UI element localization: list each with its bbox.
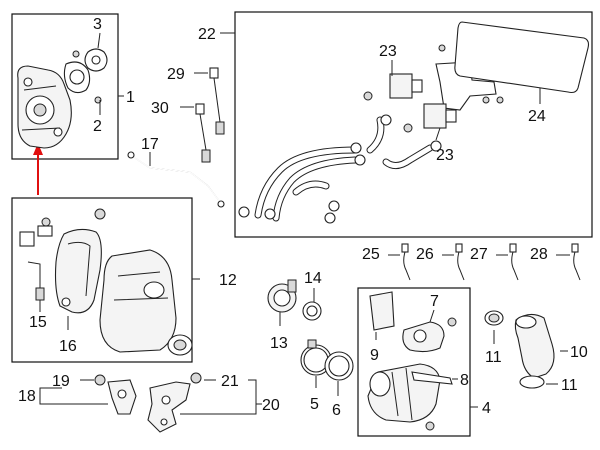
callout-22: 22 — [198, 26, 216, 43]
callout-8: 8 — [460, 372, 469, 389]
bolt-21-part — [190, 372, 202, 384]
converter-part — [99, 249, 193, 356]
sensor-15-part — [27, 261, 45, 301]
sensor-26-part — [455, 243, 465, 281]
callout-23-upper: 23 — [379, 43, 397, 60]
callout-21: 21 — [221, 373, 239, 390]
sensor-25-part — [401, 243, 411, 281]
pipe-8-part — [411, 371, 453, 385]
converter-box — [11, 197, 193, 363]
callout-2: 2 — [93, 118, 102, 135]
callout-18: 18 — [18, 388, 36, 405]
callout-28: 28 — [530, 246, 548, 263]
callout-27: 27 — [470, 246, 488, 263]
callout-20: 20 — [262, 397, 280, 414]
bracket-20-part — [147, 381, 191, 433]
callout-6: 6 — [332, 402, 341, 419]
callout-23-lower: 23 — [436, 147, 454, 164]
solenoid-23-upper — [363, 44, 446, 101]
turbo-housing-part — [17, 65, 72, 149]
cooler-main-part — [367, 363, 441, 431]
egr-hoses — [238, 114, 442, 224]
callout-5: 5 — [310, 396, 319, 413]
gasket-6-part — [324, 351, 354, 381]
callout-29: 29 — [167, 66, 185, 83]
hose-10-part — [514, 313, 555, 379]
callout-19: 19 — [52, 373, 70, 390]
callout-12: 12 — [219, 272, 237, 289]
cooler-9-part — [369, 291, 395, 331]
clamp-11-upper — [484, 310, 504, 326]
callout-25: 25 — [362, 246, 380, 263]
callout-26: 26 — [416, 246, 434, 263]
bolt-19-part — [94, 374, 106, 386]
clamp-13-part — [267, 279, 297, 313]
solenoid-23-lower — [403, 103, 457, 133]
clamp-11-lower — [519, 375, 545, 389]
callout-30: 30 — [151, 100, 169, 117]
sensor-30-part — [195, 103, 211, 163]
highlight-arrow — [33, 143, 43, 195]
callout-24: 24 — [528, 108, 546, 125]
callout-13: 13 — [270, 335, 288, 352]
callout-4: 4 — [482, 400, 491, 417]
clamp-5-part — [300, 339, 332, 376]
callout-10: 10 — [570, 344, 588, 361]
callout-7: 7 — [430, 293, 439, 310]
callout-9: 9 — [370, 347, 379, 364]
sensor-28-part — [571, 243, 581, 281]
seal-part — [84, 48, 108, 72]
bracket-18-part — [107, 379, 137, 415]
egr-hose-box — [234, 11, 593, 238]
callout-15: 15 — [29, 314, 47, 331]
seal-14-part — [302, 301, 322, 321]
sensor-27-part — [509, 243, 519, 281]
heat-shield-part — [54, 228, 102, 314]
turbo-housing-box — [11, 13, 119, 160]
small-parts-12 — [19, 208, 106, 307]
egr-cooler-box — [357, 287, 471, 437]
callout-16: 16 — [59, 338, 77, 355]
sensor-29-part — [209, 67, 225, 135]
callout-1: 1 — [126, 89, 135, 106]
callout-11-upper: 11 — [485, 349, 502, 366]
callout-14: 14 — [304, 270, 322, 287]
valve-7-part — [402, 317, 457, 353]
callout-17: 17 — [141, 136, 159, 153]
cover-plate-part — [454, 21, 590, 94]
callout-3: 3 — [93, 16, 102, 33]
callout-11-lower: 11 — [561, 377, 578, 394]
pipe-part — [127, 151, 225, 208]
